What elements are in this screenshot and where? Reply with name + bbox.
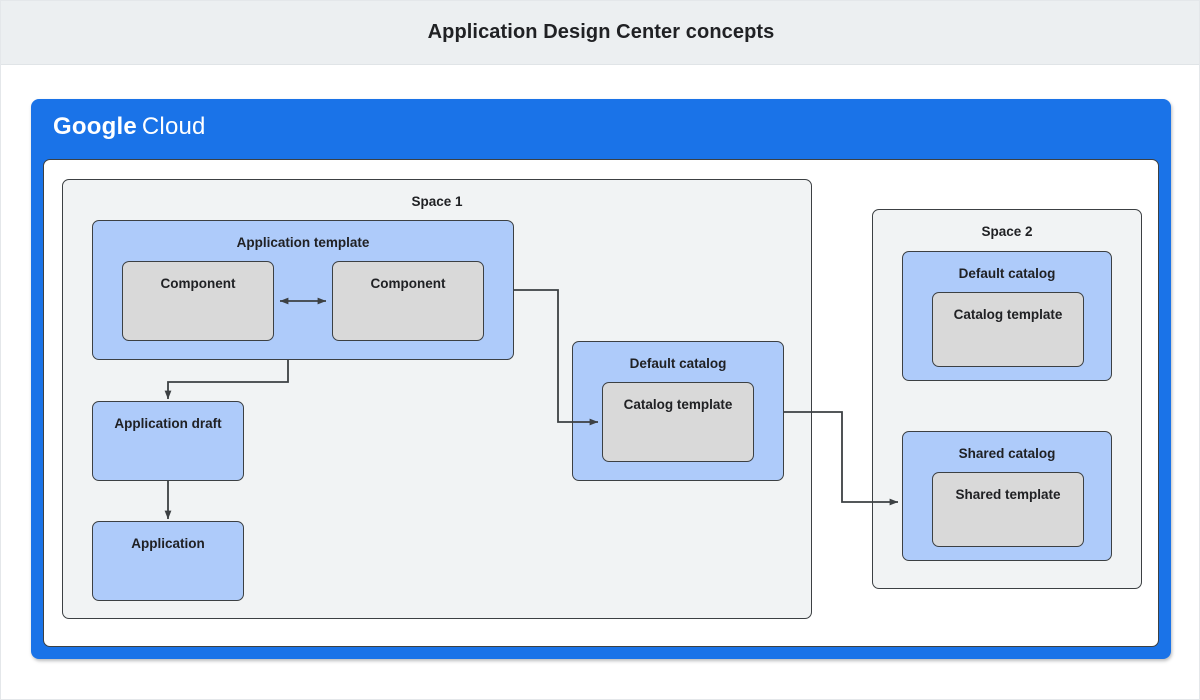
space-1-catalog-template-box[interactable]: Catalog template	[602, 382, 754, 462]
google-cloud-logo-secondary: Cloud	[141, 113, 206, 140]
application-template-label: Application template	[236, 235, 370, 250]
component-2-label: Component	[370, 276, 446, 291]
application-label: Application	[131, 536, 205, 551]
space-1-default-catalog-label: Default catalog	[629, 356, 727, 371]
shared-template-label: Shared template	[955, 487, 1061, 502]
space-1-label: Space 1	[411, 194, 463, 209]
space-2-catalog-template-label: Catalog template	[953, 307, 1063, 322]
title-bar: Application Design Center concepts	[1, 1, 1199, 65]
application-draft-box[interactable]: Application draft	[92, 401, 244, 481]
shared-catalog-label: Shared catalog	[958, 446, 1056, 461]
application-draft-label: Application draft	[114, 416, 222, 431]
google-cloud-logo-primary: Google	[53, 113, 137, 140]
component-1-label: Component	[160, 276, 236, 291]
page-title: Application Design Center concepts	[427, 21, 775, 43]
component-box-2[interactable]: Component	[332, 261, 484, 341]
google-cloud-inner-panel: Space 1 Application template Component C…	[43, 159, 1159, 647]
application-box[interactable]: Application	[92, 521, 244, 601]
space-2-default-catalog-label: Default catalog	[958, 266, 1056, 281]
space-2-catalog-template-box[interactable]: Catalog template	[932, 292, 1084, 367]
space-1-catalog-template-label: Catalog template	[623, 397, 733, 412]
space-2-label: Space 2	[981, 224, 1033, 239]
component-box-1[interactable]: Component	[122, 261, 274, 341]
shared-template-box[interactable]: Shared template	[932, 472, 1084, 547]
